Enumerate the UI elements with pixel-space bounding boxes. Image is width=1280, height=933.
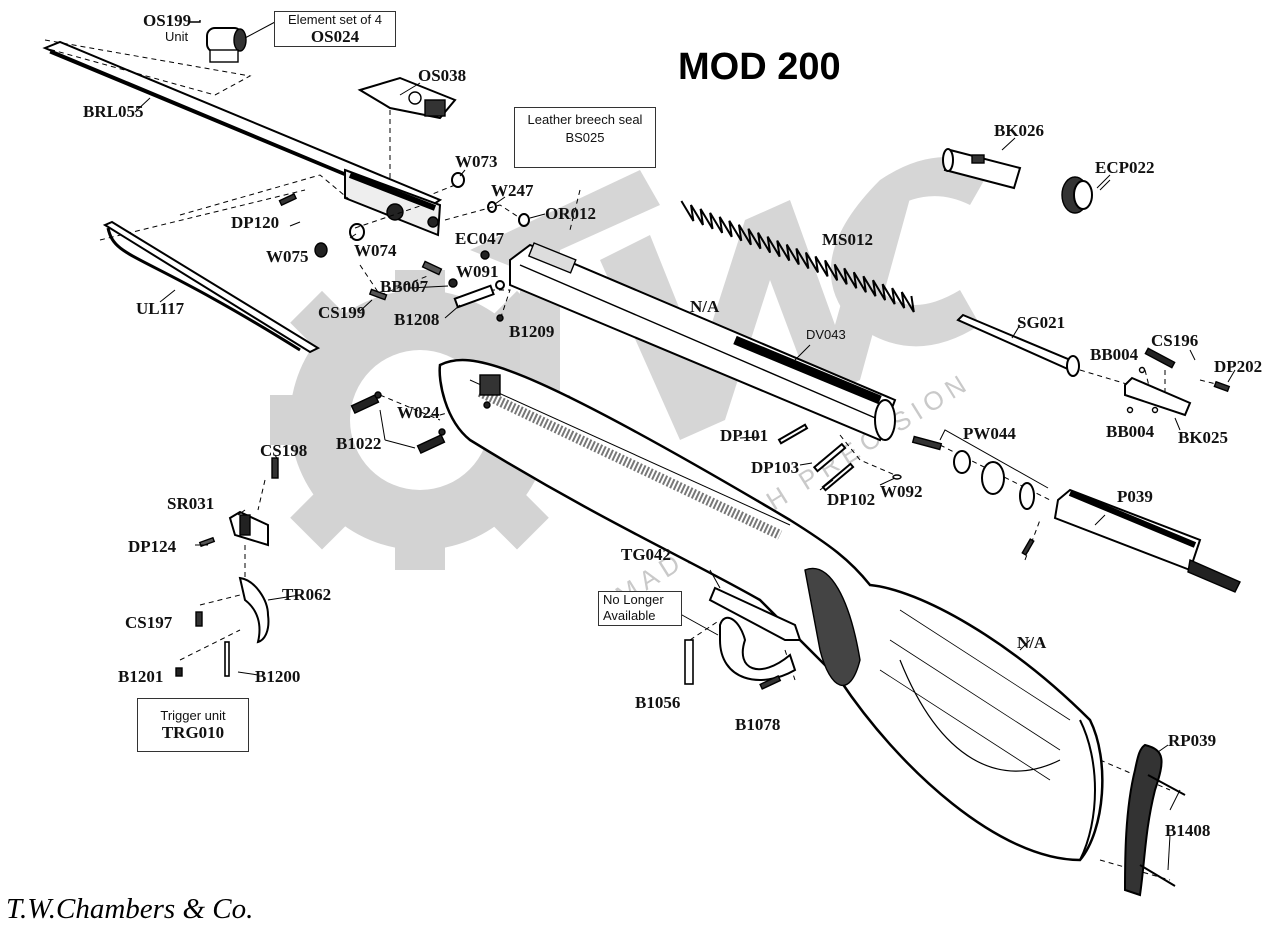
part-label-w091: W091 (456, 262, 499, 281)
part-label-dp102: DP102 (827, 490, 876, 509)
part-label-cylinder-na: N/A (690, 297, 720, 316)
breech-seal-caption: Leather breech seal (527, 112, 643, 127)
part-label-w024: W024 (397, 403, 440, 422)
part-label-w092: W092 (880, 482, 923, 501)
part-label-p039: P039 (1117, 487, 1153, 506)
diagram-title: MOD 200 (678, 46, 841, 88)
part-label-bb004-top: BB004 (1090, 345, 1139, 364)
trigger-unit-callout: Trigger unit TRG010 (137, 698, 249, 752)
scope-mount-part (357, 76, 457, 120)
part-label-rp039: RP039 (1168, 731, 1217, 750)
part-label-w074: W074 (354, 241, 397, 260)
w247-washer (487, 201, 497, 213)
part-label-cs197: CS197 (125, 613, 173, 632)
block-bk025-part (1124, 347, 1231, 417)
barrel-part (42, 40, 443, 237)
no-longer-available-callout: No Longer Available (598, 591, 682, 626)
part-label-dp202: DP202 (1214, 357, 1263, 376)
b1208-bolt (453, 284, 495, 309)
breech-seal-code: BS025 (565, 130, 605, 145)
part-label-dp124: DP124 (128, 537, 177, 556)
part-label-w073: W073 (455, 152, 498, 171)
part-label-os199: OS199 (143, 11, 192, 30)
main-spring-part (680, 200, 915, 313)
part-label-tg042: TG042 (621, 545, 672, 564)
dp120-pin (278, 192, 298, 207)
bb007-spring (421, 260, 443, 276)
part-label-w247: W247 (491, 181, 534, 200)
part-label-os038: OS038 (418, 66, 467, 85)
piston-washer-part (911, 429, 1049, 510)
part-label-w075: W075 (266, 247, 309, 266)
part-label-ecp022: ECP022 (1095, 158, 1155, 177)
element-set-code: OS024 (310, 27, 360, 46)
part-label-cs198: CS198 (260, 441, 308, 460)
part-label-bk025: BK025 (1178, 428, 1229, 447)
part-label-bb007: BB007 (380, 277, 429, 296)
part-label-bk026: BK026 (994, 121, 1045, 140)
part-label-tr062: TR062 (282, 585, 332, 604)
element-set-callout: Element set of 4 OS024 (274, 11, 396, 47)
piston-part (1021, 488, 1241, 593)
part-label-b1208: B1208 (394, 310, 440, 329)
part-label-cs196: CS196 (1151, 331, 1199, 350)
publisher-name: T.W.Chambers & Co. (6, 893, 254, 925)
part-label-or012: OR012 (545, 204, 596, 223)
part-label-sg021: SG021 (1017, 313, 1066, 332)
part-label-bb004-bottom: BB004 (1106, 422, 1155, 441)
under-lever-part (102, 220, 321, 354)
part-label-brl055: BRL055 (83, 102, 144, 121)
trigger-unit-caption: Trigger unit (160, 708, 226, 723)
part-label-b1056: B1056 (635, 693, 681, 712)
part-label-b1209: B1209 (509, 322, 555, 341)
or012-oring (518, 213, 530, 227)
part-label-dp120: DP120 (231, 213, 280, 232)
part-label-b1201: B1201 (118, 667, 164, 686)
part-sublabel-unit: Unit (165, 29, 189, 44)
cylinder-part (509, 242, 897, 442)
part-label-cs199: CS199 (318, 303, 366, 322)
no-longer-available-line2: Available (603, 608, 656, 623)
part-label-dp103: DP103 (751, 458, 800, 477)
stock-part (438, 358, 1104, 862)
part-label-b1078: B1078 (735, 715, 781, 734)
element-set-caption: Element set of 4 (288, 12, 382, 27)
part-label-ms012: MS012 (822, 230, 873, 249)
trigger-group-part (175, 457, 279, 677)
breech-seal-callout: Leather breech seal BS025 (514, 107, 656, 168)
w073-washer (451, 172, 465, 188)
w074-washer (349, 223, 365, 241)
part-label-dp101: DP101 (720, 426, 769, 445)
recoil-pad-part (1123, 743, 1186, 897)
part-label-ul117: UL117 (136, 299, 185, 318)
part-label-stock-na: N/A (1017, 633, 1047, 652)
part-label-pw044: PW044 (963, 424, 1016, 443)
part-label-b1200: B1200 (255, 667, 301, 686)
rear-sight-part (188, 20, 247, 63)
part-label-dv043: DV043 (806, 327, 846, 342)
trigger-guard-part (684, 586, 802, 690)
w075-nut (314, 242, 328, 258)
spring-guide-part (956, 313, 1080, 377)
bk026-part (942, 148, 1022, 190)
ecp022-part (1061, 176, 1093, 214)
part-label-sr031: SR031 (167, 494, 215, 513)
part-label-b1408: B1408 (1165, 821, 1211, 840)
no-longer-available-line1: No Longer (603, 592, 664, 607)
part-label-b1022: B1022 (336, 434, 382, 453)
trigger-unit-code: TRG010 (161, 723, 225, 742)
part-label-ec047: EC047 (455, 229, 505, 248)
